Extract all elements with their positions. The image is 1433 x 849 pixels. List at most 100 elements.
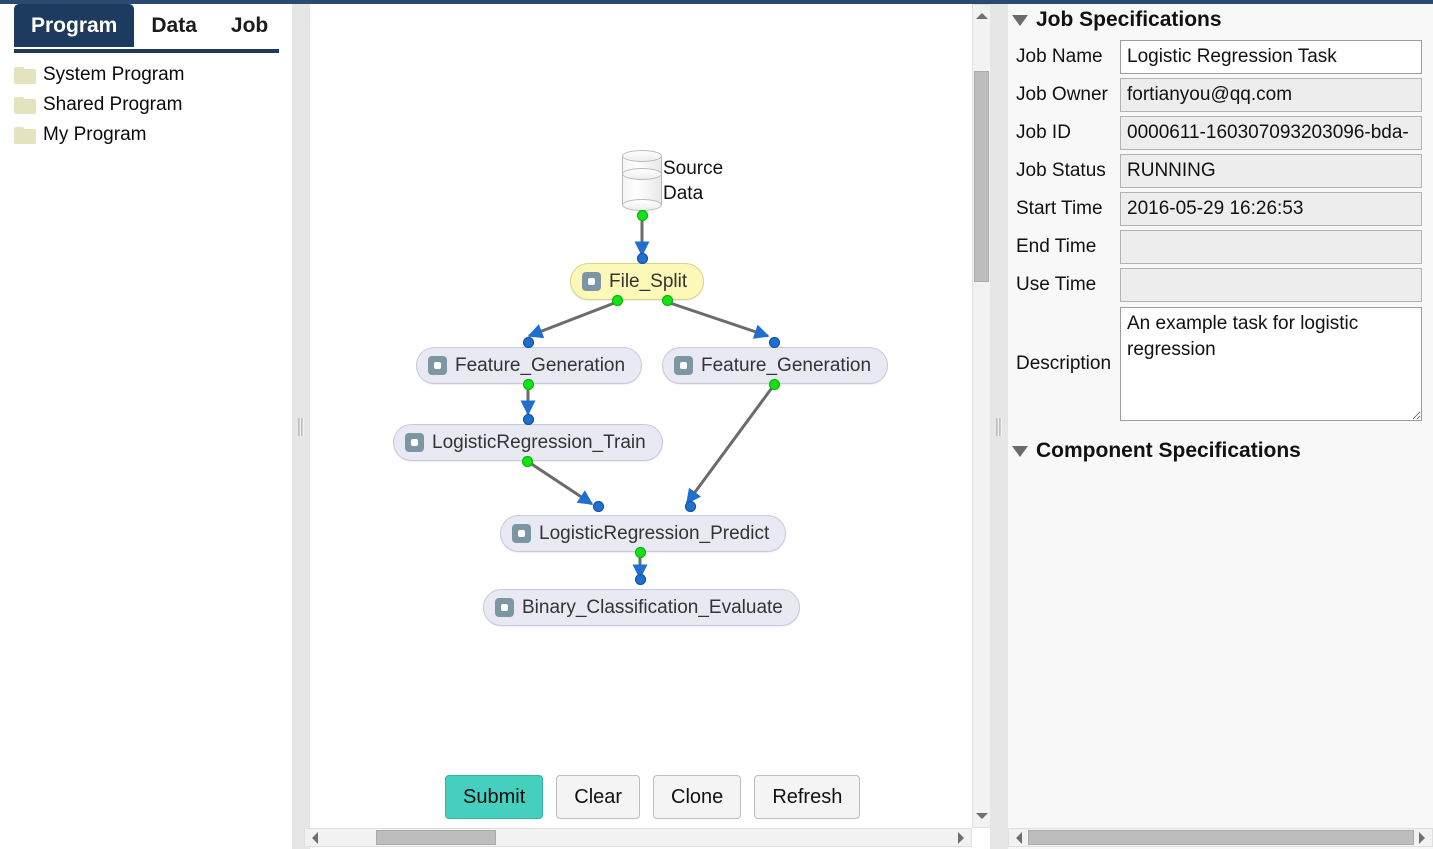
- clear-button[interactable]: Clear: [556, 775, 641, 819]
- description-row: Description: [1008, 307, 1433, 421]
- canvas-horizontal-scroll-thumb[interactable]: [376, 830, 496, 845]
- source-data-label-line2: Data: [663, 183, 704, 204]
- tree-item-shared-program[interactable]: Shared Program: [0, 90, 292, 120]
- left-splitter[interactable]: [292, 4, 310, 849]
- tab-job[interactable]: Job: [230, 13, 269, 37]
- folder-icon: [14, 66, 36, 84]
- file-split-output-port-1[interactable]: [612, 295, 623, 306]
- logisticregression-predict-input-port-2[interactable]: [685, 501, 696, 512]
- left-panel: Program Data Job System Program Shared P…: [0, 4, 292, 849]
- job-specifications-header[interactable]: Job Specifications: [1008, 4, 1433, 36]
- job-id-row: Job ID: [1008, 116, 1433, 150]
- job-owner-label: Job Owner: [1016, 84, 1108, 105]
- submit-button[interactable]: Submit: [445, 775, 544, 819]
- clone-button[interactable]: Clone: [653, 775, 742, 819]
- workflow-canvas[interactable]: Source Data File_Split Feature_Generatio…: [310, 4, 972, 849]
- logisticregression-train-input-port[interactable]: [523, 414, 534, 425]
- node-file-split[interactable]: File_Split: [570, 263, 705, 300]
- splitter-grip-icon: [298, 417, 304, 436]
- job-owner-row: Job Owner: [1008, 78, 1433, 112]
- tab-program[interactable]: Program: [14, 4, 135, 47]
- scroll-left-arrow-icon[interactable]: [1016, 832, 1022, 844]
- folder-icon: [14, 96, 36, 114]
- feature-generation-right-input-port[interactable]: [769, 337, 780, 348]
- feature-generation-right-output-port[interactable]: [769, 379, 780, 390]
- refresh-button[interactable]: Refresh: [754, 775, 861, 819]
- source-data-output-port[interactable]: [637, 210, 648, 221]
- component-specifications-header[interactable]: Component Specifications: [1008, 435, 1433, 467]
- scroll-down-arrow-icon[interactable]: [976, 813, 988, 819]
- chevron-down-icon: [1012, 14, 1028, 26]
- workflow-canvas-viewport[interactable]: Source Data File_Split Feature_Generatio…: [310, 4, 972, 849]
- end-time-input: [1120, 230, 1422, 264]
- job-id-input: [1120, 116, 1422, 150]
- canvas-vertical-scroll-thumb[interactable]: [974, 71, 989, 282]
- logisticregression-predict-output-port[interactable]: [635, 547, 646, 558]
- database-ring-mid: [622, 168, 662, 180]
- canvas-action-buttons: Submit Clear Clone Refresh: [445, 775, 861, 819]
- source-data-label-line1: Source: [663, 158, 724, 179]
- node-label: LogisticRegression_Predict: [539, 522, 770, 544]
- tab-underline: [14, 49, 279, 53]
- job-id-label: Job ID: [1016, 122, 1071, 143]
- start-time-row: Start Time: [1008, 192, 1433, 226]
- database-icon[interactable]: [618, 150, 666, 212]
- right-splitter[interactable]: [990, 4, 1008, 849]
- node-label: Feature_Generation: [455, 354, 626, 376]
- component-icon: [512, 524, 531, 543]
- top-accent-bar: [0, 0, 1433, 4]
- program-tree: System Program Shared Program My Program: [0, 60, 292, 150]
- properties-panel: Job Specifications Job Name Job Owner Jo…: [1008, 4, 1433, 849]
- job-status-input: [1120, 154, 1422, 188]
- use-time-label: Use Time: [1016, 274, 1097, 295]
- job-status-row: Job Status: [1008, 154, 1433, 188]
- database-ring-top: [622, 150, 662, 162]
- scroll-right-arrow-icon[interactable]: [958, 832, 964, 844]
- job-name-label: Job Name: [1016, 46, 1103, 67]
- logisticregression-train-output-port[interactable]: [522, 456, 533, 467]
- description-textarea[interactable]: [1120, 307, 1422, 421]
- tree-item-system-program[interactable]: System Program: [0, 60, 292, 90]
- scroll-left-arrow-icon[interactable]: [312, 832, 318, 844]
- tab-data[interactable]: Data: [151, 13, 197, 37]
- tab-bar: Program Data Job: [0, 4, 292, 53]
- tree-item-label: Shared Program: [43, 94, 183, 115]
- properties-horizontal-scrollbar[interactable]: [1008, 828, 1433, 847]
- component-specifications-title: Component Specifications: [1036, 439, 1301, 462]
- properties-horizontal-scroll-thumb[interactable]: [1028, 830, 1414, 845]
- component-icon: [428, 356, 447, 375]
- logisticregression-predict-input-port-1[interactable]: [593, 501, 604, 512]
- file-split-output-port-2[interactable]: [662, 295, 673, 306]
- database-body: [622, 157, 662, 205]
- job-name-input[interactable]: [1120, 40, 1422, 74]
- end-time-row: End Time: [1008, 230, 1433, 264]
- feature-generation-left-output-port[interactable]: [523, 379, 534, 390]
- canvas-horizontal-scrollbar[interactable]: [304, 828, 972, 847]
- end-time-label: End Time: [1016, 236, 1097, 257]
- node-label: Feature_Generation: [701, 354, 872, 376]
- node-label: File_Split: [609, 270, 688, 292]
- tree-item-my-program[interactable]: My Program: [0, 120, 292, 150]
- node-logisticregression-predict[interactable]: LogisticRegression_Predict: [500, 515, 787, 552]
- tree-item-label: System Program: [43, 64, 185, 85]
- feature-generation-left-input-port[interactable]: [523, 337, 534, 348]
- component-icon: [582, 272, 601, 291]
- description-label: Description: [1016, 353, 1112, 374]
- folder-icon: [14, 126, 36, 144]
- canvas-vertical-scrollbar[interactable]: [972, 4, 991, 828]
- component-icon: [495, 598, 514, 617]
- job-name-row: Job Name: [1008, 40, 1433, 74]
- scroll-up-arrow-icon[interactable]: [976, 13, 988, 19]
- node-binary-classification-evaluate[interactable]: Binary_Classification_Evaluate: [483, 589, 800, 626]
- binary-classification-evaluate-input-port[interactable]: [635, 574, 646, 585]
- file-split-input-port[interactable]: [637, 253, 648, 264]
- use-time-row: Use Time: [1008, 268, 1433, 302]
- chevron-down-icon: [1012, 445, 1028, 457]
- start-time-label: Start Time: [1016, 198, 1103, 219]
- component-icon: [405, 433, 424, 452]
- job-owner-input: [1120, 78, 1422, 112]
- job-specifications-title: Job Specifications: [1036, 8, 1222, 31]
- scroll-right-arrow-icon[interactable]: [1419, 832, 1425, 844]
- component-icon: [674, 356, 693, 375]
